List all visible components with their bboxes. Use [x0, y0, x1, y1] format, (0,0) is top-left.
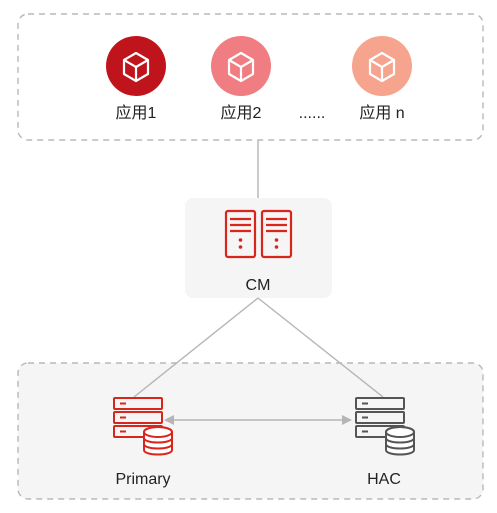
- applications-ellipsis: ......: [299, 105, 326, 122]
- server-pair-icon: [224, 209, 293, 259]
- application-1-label: 应用1: [116, 103, 157, 122]
- cube-icon: [227, 51, 255, 83]
- server-database-icon: [113, 397, 173, 456]
- cm-label: CM: [246, 277, 271, 294]
- primary-label: Primary: [115, 471, 170, 488]
- cm-to-hac-connector: [257, 297, 384, 398]
- hac-label: HAC: [367, 471, 401, 488]
- cm-panel: [185, 198, 332, 298]
- application-2: 应用2: [211, 36, 271, 122]
- application-n: 应用 n: [352, 36, 412, 122]
- cube-icon: [368, 51, 396, 83]
- server-database-icon: [355, 397, 415, 456]
- cube-icon: [122, 51, 150, 83]
- application-2-label: 应用2: [221, 103, 262, 122]
- hac-node: HAC: [355, 397, 415, 488]
- primary-node: Primary: [113, 397, 173, 488]
- application-1: 应用1: [106, 36, 166, 122]
- cm-to-primary-connector: [133, 297, 259, 398]
- application-n-label: 应用 n: [359, 103, 404, 122]
